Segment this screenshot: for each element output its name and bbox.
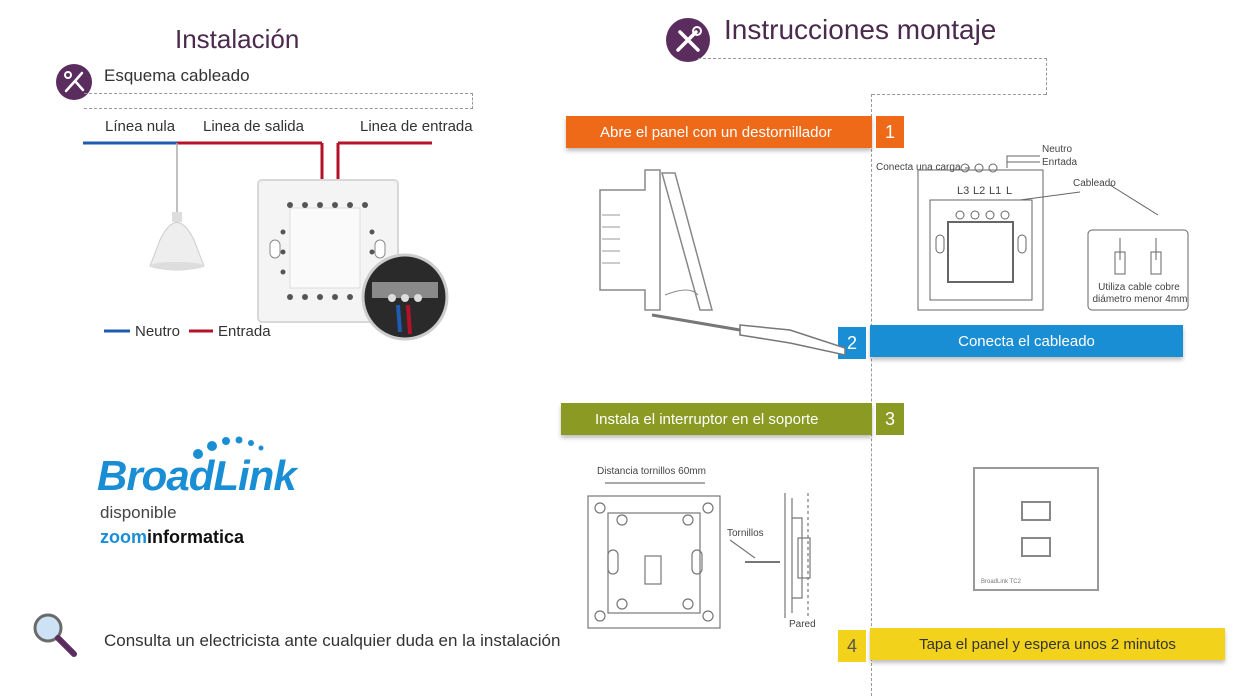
legend-input: Entrada: [218, 323, 271, 340]
step-3-text: Instala el interruptor en el soporte: [595, 410, 819, 428]
shop-name-a: zoom: [100, 527, 147, 547]
step-1-banner: Abre el panel con un destornillador: [566, 116, 872, 148]
assembly-dashed-rule: [698, 58, 1047, 95]
terminal-l1: L1: [989, 185, 1002, 197]
step-4-banner: Tapa el panel y espera unos 2 minutos: [870, 628, 1225, 660]
label-screw-distance: Distancia tornillos 60mm: [597, 466, 706, 477]
step-1-text: Abre el panel con un destornillador: [600, 123, 832, 141]
shop-name-b: informatica: [147, 527, 245, 547]
label-input-line: Linea de entrada: [360, 118, 473, 135]
step-3-banner: Instala el interruptor en el soporte: [561, 403, 872, 435]
label-cableado: Cableado: [1073, 178, 1116, 189]
terminal-l: L: [1006, 185, 1013, 197]
step-4-text: Tapa el panel y espera unos 2 minutos: [919, 635, 1176, 653]
shop-name: zoominformatica: [100, 527, 244, 548]
dashed-rule-bottom: [872, 94, 1046, 96]
step-2-banner: Conecta el cableado: [870, 325, 1183, 357]
available-text: disponible: [100, 503, 177, 522]
legend-neutral: Neutro: [135, 323, 181, 340]
step-1-number: 1: [876, 116, 904, 148]
broadlink-logo-dots: [193, 436, 264, 459]
terminal-zoom-detail: [361, 253, 449, 341]
front-panel-illustration: [973, 467, 1099, 591]
wiring-scheme-subtitle: Esquema cableado: [104, 66, 250, 85]
mounting-bracket-illustration: [587, 482, 811, 629]
tools-icon: [666, 18, 710, 62]
label-entrada: Enrtada: [1042, 157, 1078, 168]
step-2-text: Conecta el cableado: [958, 332, 1095, 350]
label-screws: Tornillos: [727, 528, 764, 539]
terminal-l2: L2: [973, 185, 986, 197]
terminal-l3: L3: [957, 185, 970, 197]
label-neutral-line: Línea nula: [105, 118, 176, 135]
label-neutro: Neutro: [1042, 144, 1073, 155]
subtitle-dashed-rule: [84, 93, 473, 109]
step-4-number: 4: [838, 630, 866, 662]
lamp-icon: [149, 143, 205, 271]
electrician-note: Consulta un electricista ante cualquier …: [104, 631, 561, 650]
panel-brand-text: BroadLink TC2: [981, 579, 1021, 585]
cable-note-2: diámetro menor 4mm: [1092, 294, 1188, 305]
magnifier-icon: [33, 613, 77, 657]
center-dashed-line: [871, 94, 873, 696]
cable-note-1: Utiliza cable cobre: [1098, 282, 1180, 293]
label-output-line: Linea de salida: [203, 118, 304, 135]
label-connect-load: Conecta una carga: [876, 162, 961, 173]
label-wall: Pared: [789, 619, 816, 630]
pliers-icon: [56, 64, 92, 100]
screwdriver-illustration: [599, 169, 846, 356]
assembly-title: Instrucciones montaje: [724, 14, 997, 45]
broadlink-logo: BroadLink: [97, 452, 297, 499]
step-3-number: 3: [876, 403, 904, 435]
installation-title: Instalación: [175, 24, 300, 54]
wiring-module-illustration: [917, 155, 1189, 311]
